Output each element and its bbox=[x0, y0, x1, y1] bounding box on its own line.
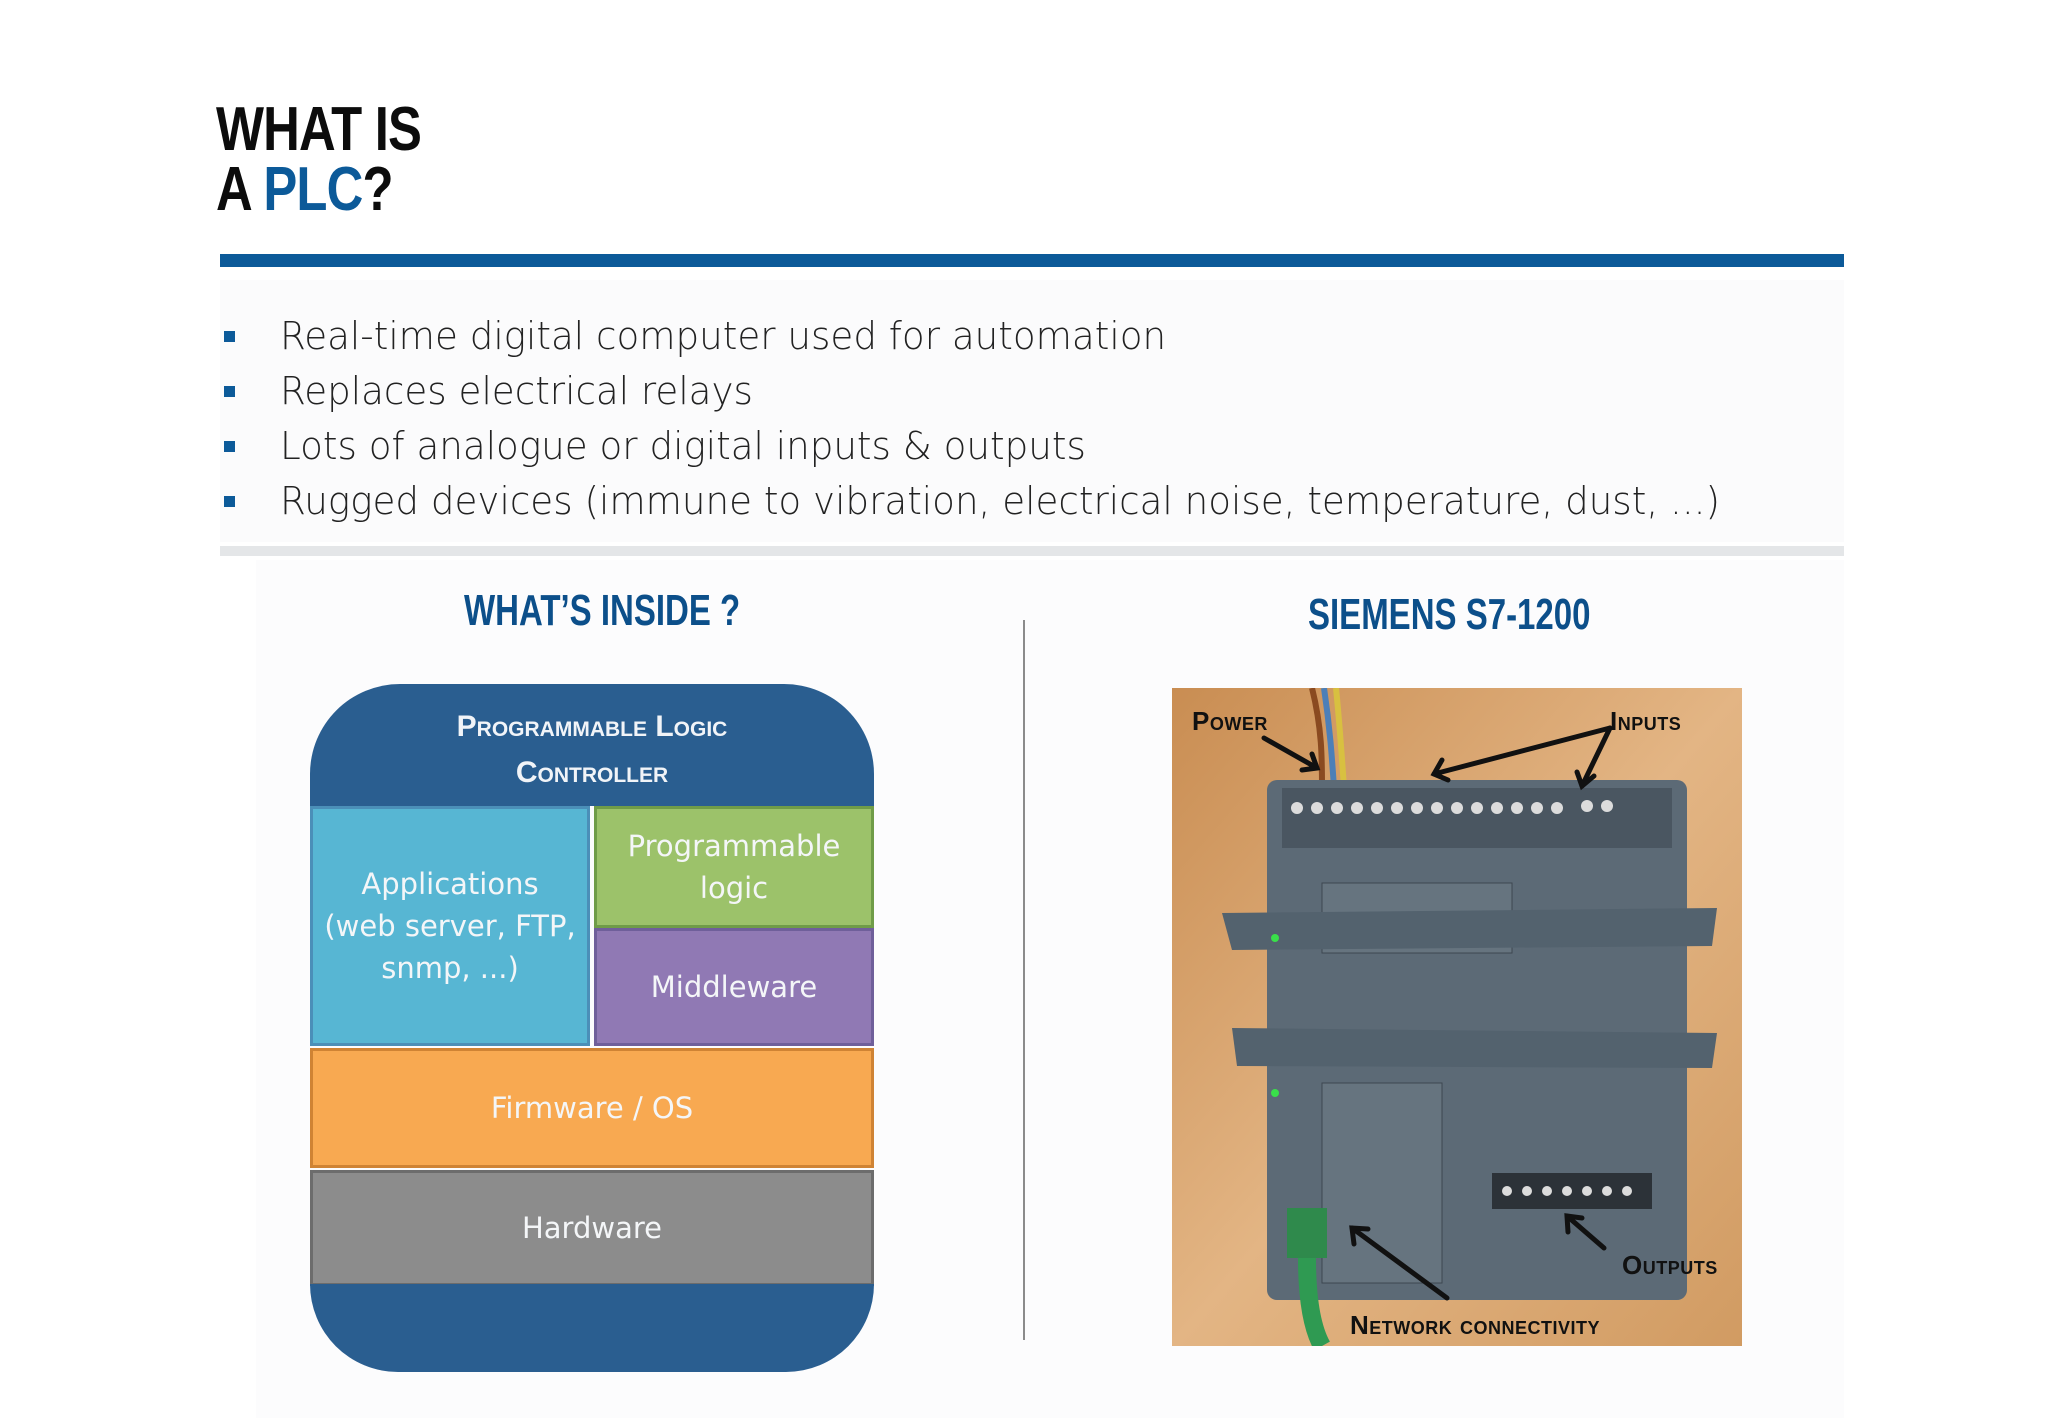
bullet-text: Lots of analogue or digital inputs & out… bbox=[280, 424, 1086, 468]
controller-label-line-1: Programmable Logic bbox=[456, 710, 728, 743]
controller-label-line-2: Controller bbox=[515, 756, 669, 789]
bullet-square-icon bbox=[224, 331, 235, 342]
plc-device-illustration bbox=[1172, 688, 1742, 1346]
programmable-line-2: logic bbox=[699, 871, 769, 905]
bullet-square-icon bbox=[224, 496, 235, 507]
siemens-plc-photo: Power Inputs Outputs Network connectivit… bbox=[1172, 688, 1742, 1346]
plc-architecture-diagram: Programmable Logic Controller Applicatio… bbox=[310, 684, 874, 1372]
outputs-label: Outputs bbox=[1622, 1250, 1718, 1280]
firmware-block: Firmware / OS bbox=[310, 1048, 874, 1168]
siemens-heading: SIEMENS S7-1200 bbox=[1308, 590, 1591, 639]
whats-inside-heading: WHAT’S INSIDE ? bbox=[464, 586, 741, 635]
inputs-label: Inputs bbox=[1610, 706, 1682, 736]
title-suffix: ? bbox=[362, 155, 394, 224]
applications-block: Applications (web server, FTP, snmp, ...… bbox=[310, 806, 590, 1046]
title-accent: PLC bbox=[263, 155, 363, 224]
applications-line-2: (web server, FTP, bbox=[324, 909, 576, 943]
page-title: WHAT IS A PLC? bbox=[216, 95, 422, 221]
controller-footer bbox=[310, 1284, 874, 1372]
middleware-block: Middleware bbox=[594, 928, 874, 1046]
programmable-logic-block: Programmable logic bbox=[594, 806, 874, 928]
vertical-divider bbox=[1023, 620, 1025, 1340]
controller-label: Programmable Logic Controller bbox=[310, 704, 874, 796]
bullet-item: Real-time digital computer used for auto… bbox=[224, 311, 1824, 361]
bullet-panel bbox=[220, 280, 1844, 542]
bullet-item: Replaces electrical relays bbox=[224, 366, 1824, 416]
hardware-block: Hardware bbox=[310, 1170, 874, 1286]
bullet-square-icon bbox=[224, 441, 235, 452]
title-divider bbox=[220, 254, 1844, 267]
bullet-text: Rugged devices (immune to vibration, ele… bbox=[280, 479, 1721, 523]
controller-header: Programmable Logic Controller bbox=[310, 684, 874, 806]
hardware-label: Hardware bbox=[521, 1211, 662, 1245]
bullet-square-icon bbox=[224, 386, 235, 397]
title-line-1: WHAT IS bbox=[216, 95, 422, 164]
title-prefix: A bbox=[216, 155, 264, 224]
section-divider bbox=[220, 546, 1844, 556]
applications-line-3: snmp, ...) bbox=[381, 951, 519, 985]
bullet-text: Real-time digital computer used for auto… bbox=[280, 314, 1167, 358]
programmable-line-1: Programmable bbox=[627, 829, 841, 863]
bullet-item: Lots of analogue or digital inputs & out… bbox=[224, 421, 1824, 471]
firmware-label: Firmware / OS bbox=[490, 1091, 694, 1125]
network-label: Network connectivity bbox=[1350, 1310, 1600, 1340]
middleware-label: Middleware bbox=[650, 970, 818, 1004]
title-line-2: A PLC? bbox=[216, 159, 421, 221]
bullet-text: Replaces electrical relays bbox=[280, 369, 753, 413]
bullet-item: Rugged devices (immune to vibration, ele… bbox=[224, 476, 1824, 526]
power-label: Power bbox=[1192, 706, 1268, 736]
applications-line-1: Applications bbox=[361, 867, 539, 901]
